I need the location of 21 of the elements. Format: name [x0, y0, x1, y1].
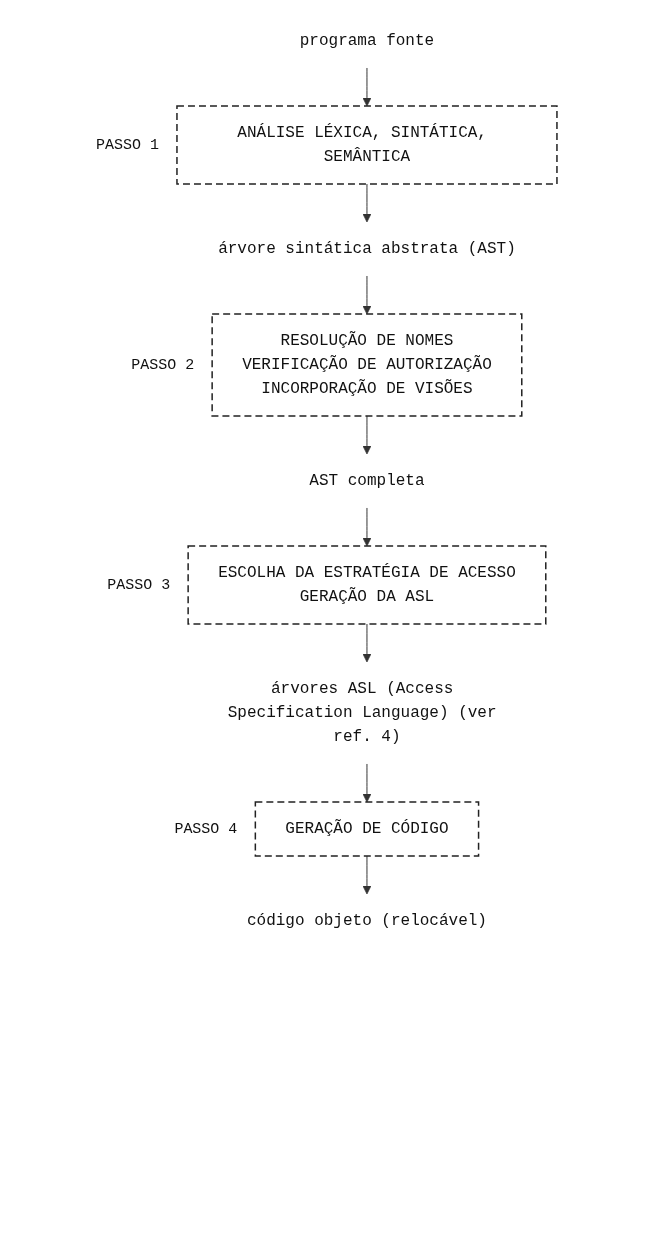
arrow	[362, 67, 371, 107]
step-label: PASSO 3	[106, 576, 170, 594]
step-label: PASSO 2	[130, 356, 194, 374]
arrow	[362, 763, 371, 803]
arrow	[362, 507, 371, 547]
flow-text: AST completa	[308, 472, 425, 490]
process-box: RESOLUÇÃO DE NOMES VERIFICAÇÃO DE AUTORIZAÇÃO INCORPORAÇÃO DE VISÕES	[210, 313, 523, 417]
arrow	[362, 183, 371, 223]
arrow	[362, 415, 371, 455]
flow-text: árvores ASL (Access Specification Language) (ver ref. 4)	[227, 680, 497, 746]
arrow	[362, 855, 371, 895]
flow-text: árvore sintática abstrata (AST)	[217, 240, 516, 258]
flow-text: programa fonte	[299, 32, 434, 50]
process-box: ESCOLHA DA ESTRATÉGIA DE ACESSO GERAÇÃO DA ASL	[186, 545, 547, 625]
flow-text: código objeto (relocável)	[246, 911, 487, 930]
step-label: PASSO 1	[95, 136, 159, 154]
arrow	[362, 275, 371, 315]
process-box: GERAÇÃO DE CÓDIGO	[254, 801, 479, 857]
arrow	[362, 623, 371, 663]
step-label: PASSO 4	[173, 820, 237, 838]
process-box: ANÁLISE LÉXICA, SINTÁTICA, SEMÂNTICA	[175, 105, 558, 185]
